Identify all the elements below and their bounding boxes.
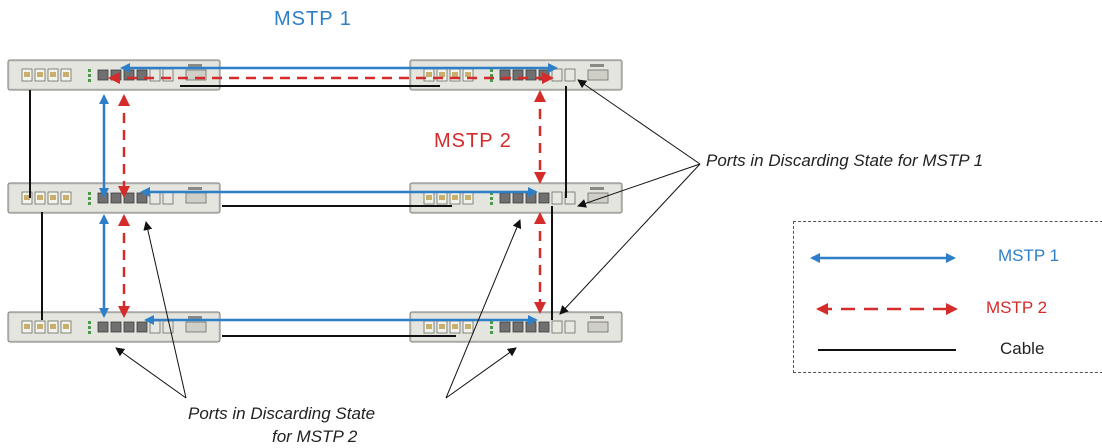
- callout-mstp1-text: Ports in Discarding State for MSTP 1: [706, 151, 984, 170]
- mstp2-label: MSTP 2: [434, 130, 512, 152]
- switch-bottom-right: [409, 311, 623, 343]
- legend-symbols: [810, 253, 958, 351]
- legend-cable-label: Cable: [1000, 339, 1045, 358]
- cables: [29, 85, 567, 337]
- switch-mid-left: [7, 182, 221, 214]
- mstp1-links: [99, 63, 558, 325]
- callout-mstp2-line2: for MSTP 2: [272, 427, 358, 446]
- callout-mstp2-line1: Ports in Discarding State: [188, 404, 376, 423]
- mstp2-links: [108, 72, 554, 318]
- callout-arrows-mstp1: [559, 79, 701, 315]
- callout-arrows-mstp2: [115, 219, 522, 399]
- switch-bottom-left: [7, 311, 221, 343]
- legend-mstp1-label: MSTP 1: [998, 246, 1060, 265]
- mstp1-title: MSTP 1: [274, 8, 352, 30]
- switch-top-right: [409, 59, 623, 91]
- switch-mid-right: [409, 182, 623, 214]
- legend-box: [793, 221, 1102, 373]
- legend-mstp2-label: MSTP 2: [986, 298, 1048, 317]
